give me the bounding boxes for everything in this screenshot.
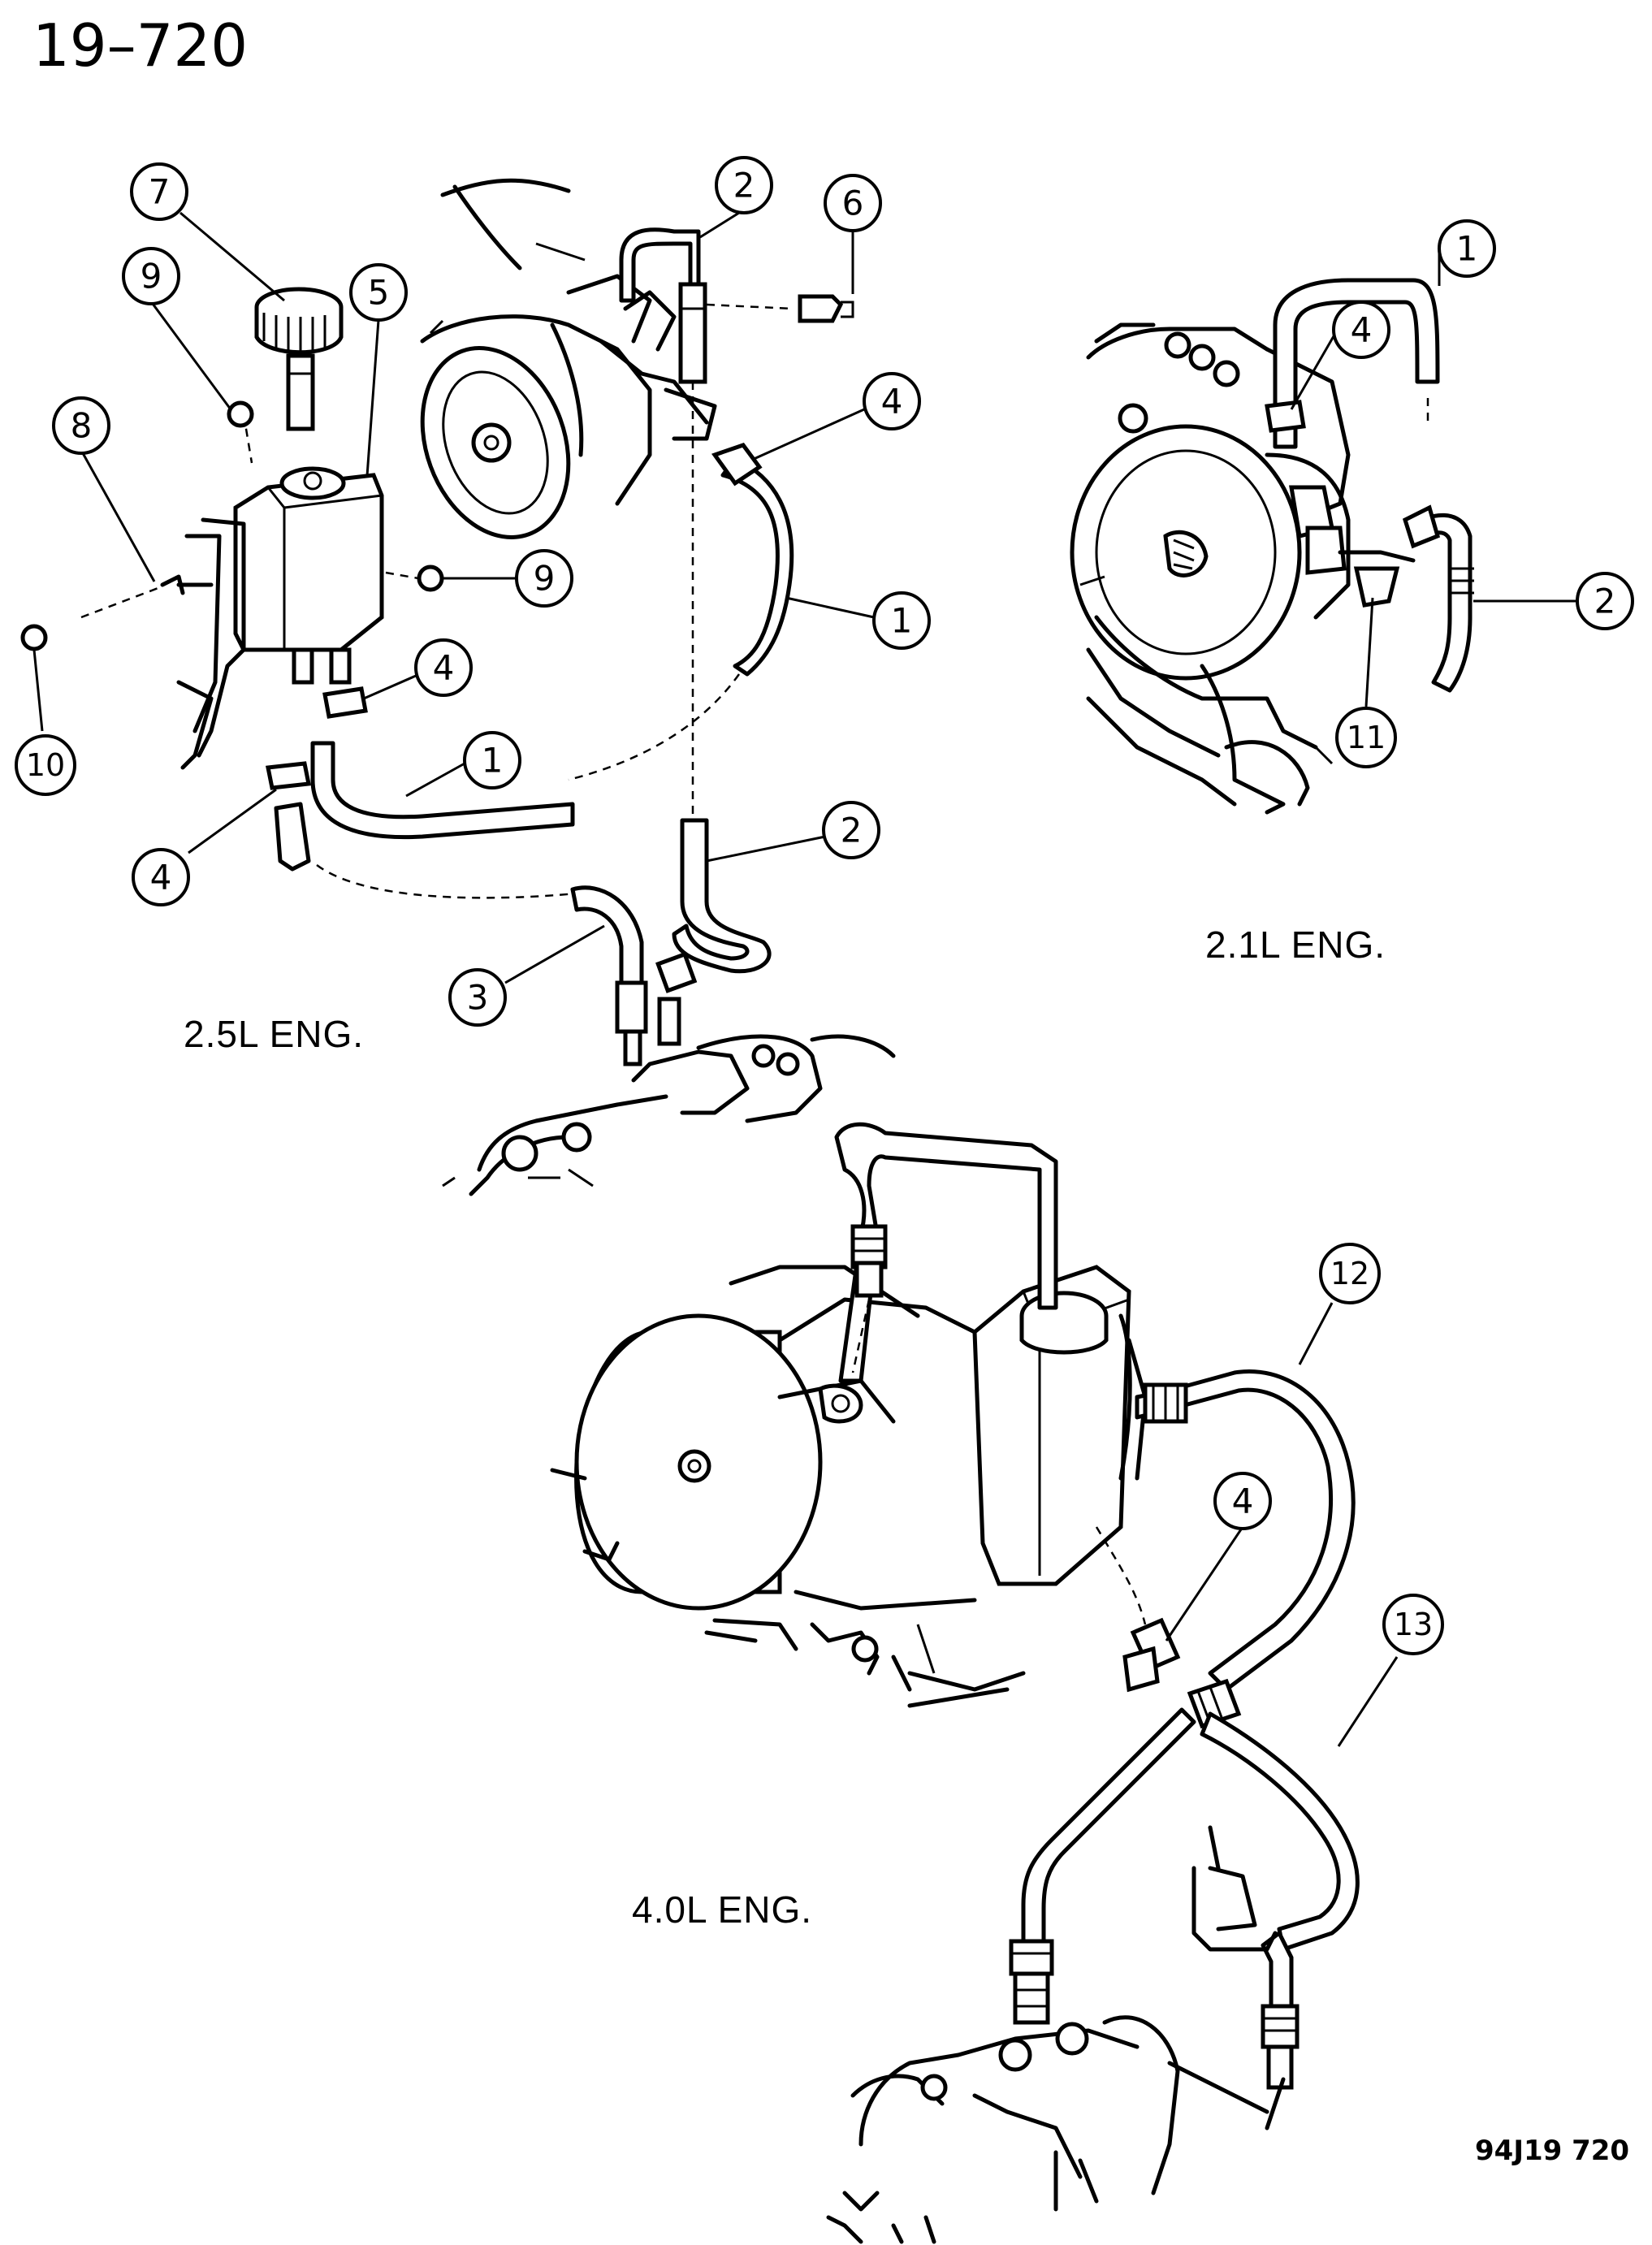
hose-1-2-1l [1273,278,1440,449]
callout-4-reservoir: 4 [414,638,473,697]
nut-9-right [417,564,444,592]
callout-9-top: 9 [122,247,180,305]
svg-text:4: 4 [433,648,455,688]
callout-4-lower: 4 [132,848,190,906]
page-number: 19–720 [32,11,249,80]
assembly-4-0l [550,1122,1360,2244]
svg-text:5: 5 [368,273,390,313]
assembly-2-1l [1070,278,1474,815]
hose-13 [1200,1711,1360,1952]
nut-10 [20,624,48,732]
svg-text:7: 7 [149,172,171,212]
nut-9-top [227,400,254,428]
engine-label-4-0l: 4.0L ENG. [632,1888,813,1931]
svg-text:8: 8 [71,406,93,446]
svg-text:4: 4 [150,858,172,898]
callout-1-upper: 1 [872,591,931,650]
callout-11: 11 [1335,707,1397,768]
svg-text:1: 1 [482,741,504,781]
hose-1-lower [310,741,575,840]
callout-2-top: 2 [715,156,773,214]
svg-text:1: 1 [891,601,913,641]
clamp-4-4-0l [1122,1646,1160,1693]
callout-13: 13 [1382,1594,1444,1655]
svg-text:2: 2 [841,811,863,850]
callout-4-4-0l: 4 [1213,1472,1272,1530]
hose-2-lower [672,818,772,974]
svg-text:3: 3 [467,978,489,1018]
svg-text:4: 4 [1232,1482,1254,1521]
callout-1-lower: 1 [463,731,521,789]
svg-text:2: 2 [1594,582,1616,621]
hose-1-upper [568,443,794,781]
bracket-11 [1353,566,1400,608]
svg-text:11: 11 [1347,720,1386,755]
engine-label-2-5l: 2.5L ENG. [184,1013,365,1055]
callout-5: 5 [349,263,408,322]
callout-10: 10 [15,734,76,796]
hose-short [274,802,311,872]
callout-2-2-1l: 2 [1576,572,1634,630]
clamp-4-upper [322,686,368,719]
callout-7: 7 [130,162,188,221]
hose-2-2-1l [1407,513,1473,693]
callout-12: 12 [1319,1243,1381,1304]
callout-1-2-1l: 1 [1438,219,1496,278]
figure-id: 94J19 720 [1475,2135,1630,2167]
svg-text:2: 2 [733,166,755,205]
engine-label-2-1l: 2.1L ENG. [1205,924,1386,966]
callouts: 7 2 6 9 5 8 4 9 1 4 10 1 4 2 3 1 4 2 11 … [15,156,1634,1655]
pump-2-5l [420,178,717,539]
assembly-2-5l [20,178,896,1196]
svg-text:13: 13 [1394,1607,1433,1642]
clamp-4-2-1l [1265,400,1306,433]
svg-text:9: 9 [534,559,556,599]
svg-text:1: 1 [1456,229,1478,269]
svg-text:9: 9 [141,257,162,296]
cap-7 [254,287,344,431]
svg-text:12: 12 [1330,1256,1369,1291]
callout-9-right: 9 [515,549,573,608]
callout-6: 6 [824,174,882,232]
svg-text:4: 4 [881,382,903,422]
svg-text:4: 4 [1351,310,1373,350]
callout-2-lower: 2 [822,801,880,859]
callout-3: 3 [448,968,507,1027]
hose-2-upper [619,227,854,820]
steering-gear-2-5l [442,1034,896,1196]
callout-4-pump: 4 [863,372,921,430]
clamp-4-lower [266,761,311,790]
svg-text:10: 10 [26,747,65,783]
reservoir-2-5l [80,413,419,770]
svg-text:6: 6 [842,184,864,223]
callout-8: 8 [52,396,110,455]
callout-4-2-1l: 4 [1332,301,1390,359]
